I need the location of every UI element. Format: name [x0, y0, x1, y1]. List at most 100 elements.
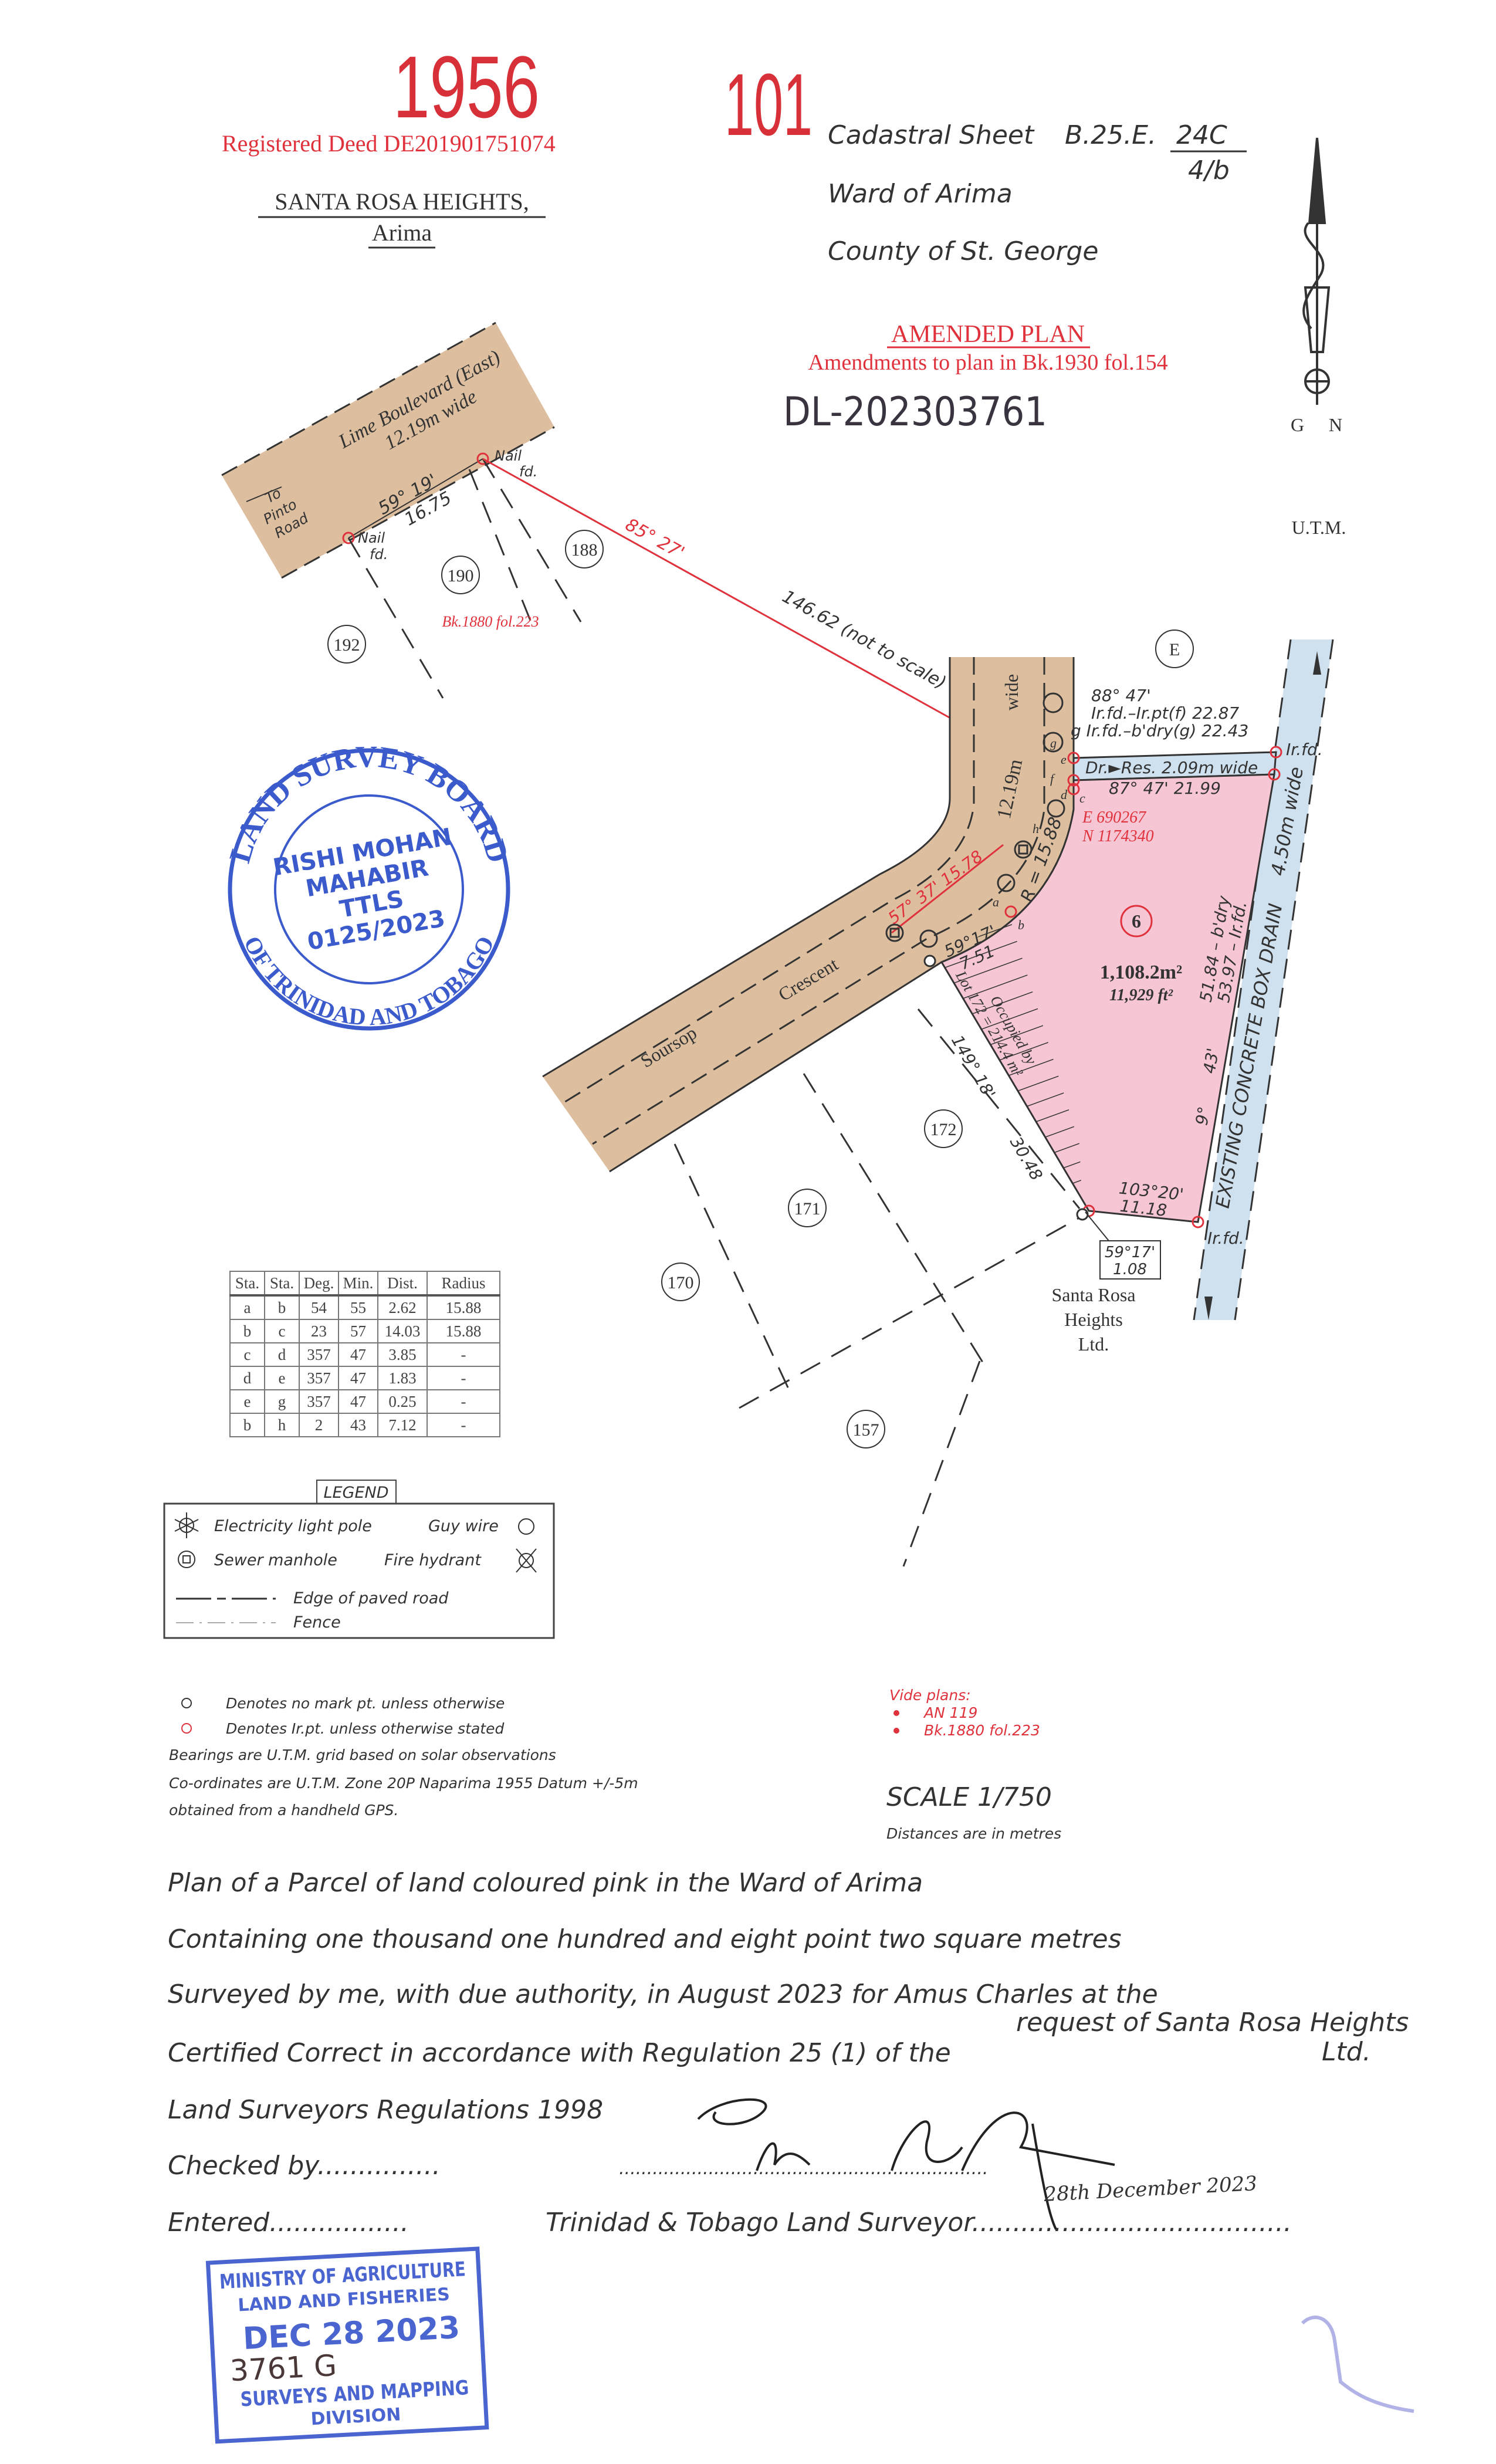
- easting: E 690267: [1082, 808, 1146, 827]
- drain-reserve-label: Dr.►Res. 2.09m wide: [1085, 758, 1258, 777]
- ir-fd-top: Ir.fd.: [1286, 740, 1323, 759]
- certificate-line-3: Surveyed by me, with due authority, in A…: [168, 1979, 1158, 2009]
- guy-wire-icon: [997, 874, 1016, 892]
- surveyor-signature: [697, 2098, 1115, 2230]
- bearing-line-f: Ir.fd.–Ir.pt(f) 22.87: [1091, 703, 1239, 723]
- station-h: h: [1033, 821, 1039, 836]
- checked-by: Checked by...............: [168, 2151, 441, 2181]
- stamp-bottom-arc: OF TRINIDAD AND TOBAGO: [239, 932, 499, 1031]
- table-cell: 0.25: [377, 1389, 428, 1414]
- tie-distance: 146.62 (not to scale): [779, 586, 949, 693]
- drain-reserve: Dr.►Res. 2.09m wide: [1072, 751, 1277, 781]
- table-cell: 47: [338, 1342, 378, 1367]
- table-cell: d: [264, 1342, 300, 1367]
- station-e: e: [1061, 752, 1067, 767]
- table-cell: c: [264, 1319, 300, 1343]
- fire-hydrant-icon: [516, 1548, 537, 1573]
- ministry-handwritten: 3761 G: [229, 2348, 338, 2388]
- road-wide-label: wide: [1001, 674, 1022, 710]
- lot-192: 192: [334, 635, 360, 655]
- lot-markers: 190 188 192 E 172 171 170 157: [327, 530, 1194, 1448]
- east-bearing-min: 43': [1199, 1047, 1223, 1075]
- vide-plan-1: AN 119: [923, 1704, 977, 1721]
- table-cell: -: [427, 1366, 500, 1390]
- cadastral-sheet-numerator: 24C: [1176, 120, 1227, 150]
- legend-guy-wire: Guy wire: [428, 1517, 499, 1535]
- header: 1956 101 Registered Deed DE201901751074 …: [222, 38, 1247, 435]
- entered: Entered.................: [168, 2208, 409, 2238]
- table-cell: 7.12: [377, 1413, 428, 1437]
- guy-wire-icon: [518, 1518, 534, 1535]
- note-no-mark: Denotes no mark pt. unless otherwise: [226, 1695, 505, 1712]
- certificate-line-2: Containing one thousand one hundred and …: [168, 1924, 1122, 1954]
- true-north-label: N: [1329, 414, 1342, 435]
- table-header: Sta.: [229, 1271, 265, 1297]
- certificate-line-3c: Ltd.: [1322, 2037, 1371, 2067]
- bearing-north: 88° 47': [1091, 686, 1151, 705]
- lot-188: 188: [571, 540, 598, 560]
- table-cell: 1.83: [377, 1366, 428, 1390]
- north-boundary-labels: 88° 47' Ir.fd.–Ir.pt(f) 22.87 g Ir.fd.–b…: [1071, 686, 1323, 1248]
- table-cell: 357: [299, 1342, 339, 1367]
- lime-boulevard-road: Lime Boulevard (East) 12.19m wide To Pin…: [221, 321, 555, 579]
- registered-deed: Registered Deed DE201901751074: [222, 130, 556, 157]
- lot-190: 190: [448, 566, 474, 585]
- station-a: a: [993, 895, 999, 909]
- table-cell: 43: [338, 1413, 378, 1437]
- certificate-line-3b: request of Santa Rosa Heights: [1016, 2008, 1409, 2037]
- vide-plan-2: Bk.1880 fol.223: [924, 1722, 1040, 1739]
- north-arrow: G N U.T.M.: [1291, 137, 1346, 538]
- bk-reference: Bk.1880 fol.223: [442, 613, 539, 630]
- east-bearing-deg: 9°: [1192, 1105, 1214, 1127]
- table-cell: b: [229, 1413, 265, 1437]
- station-letters: a b c d e f g h: [993, 736, 1085, 932]
- handwritten-number-101: 101: [725, 55, 813, 154]
- table-cell: -: [427, 1342, 500, 1367]
- handwritten-number-1956: 1956: [393, 38, 540, 136]
- table-header: Deg.: [299, 1271, 339, 1297]
- table-cell: c: [229, 1342, 265, 1367]
- nail-fd-label: Nail: [358, 530, 385, 546]
- sewer-manhole-icon: [885, 923, 904, 942]
- guy-wire-icon: [919, 929, 938, 948]
- legend-title: LEGEND: [323, 1484, 388, 1502]
- table-cell: 14.03: [377, 1319, 428, 1343]
- ministry-date: DEC 28 2023: [242, 2310, 461, 2357]
- certificate: Plan of a Parcel of land coloured pink i…: [168, 1868, 1409, 2238]
- station-b: b: [1018, 918, 1024, 932]
- vide-plans-title: Vide plans:: [889, 1687, 971, 1704]
- box-bearing: 59°17': [1105, 1244, 1155, 1261]
- table-cell: h: [264, 1413, 300, 1437]
- guy-wire-icon: [1047, 799, 1065, 818]
- owner-label-1: Santa Rosa: [1051, 1284, 1135, 1305]
- table-cell: 2.62: [377, 1295, 428, 1320]
- table-cell: 57: [338, 1319, 378, 1343]
- table-cell: d: [229, 1366, 265, 1390]
- area-ft2: 11,929 ft²: [1109, 986, 1173, 1004]
- legend-fence: Fence: [293, 1613, 341, 1632]
- ink-smudge: [1301, 2316, 1414, 2413]
- bearing-south-reserve: 87° 47' 21.99: [1109, 779, 1221, 798]
- table-cell: e: [229, 1389, 265, 1414]
- table-cell: 2: [299, 1413, 339, 1437]
- station-g: g: [1050, 736, 1057, 750]
- table-cell: 3.85: [377, 1342, 428, 1367]
- occupied-area-hatch: [942, 915, 1089, 1211]
- lot-boundaries: [347, 458, 1086, 1567]
- nail-fd-label: fd.: [519, 463, 537, 480]
- legend-fire-hydrant: Fire hydrant: [384, 1551, 482, 1569]
- owner-label-3: Ltd.: [1078, 1333, 1109, 1355]
- location-title: SANTA ROSA HEIGHTS,: [275, 188, 529, 215]
- station-c: c: [1079, 791, 1085, 805]
- distances-note: Distances are in metres: [886, 1825, 1061, 1842]
- legend-light-pole: Electricity light pole: [214, 1517, 372, 1535]
- sw-distance: 30.48: [1006, 1133, 1047, 1184]
- checked-dots: ........................................…: [619, 2158, 988, 2179]
- note-coordinates: Co-ordinates are U.T.M. Zone 20P Naparim…: [169, 1775, 638, 1792]
- scale: SCALE 1/750: [886, 1782, 1052, 1812]
- lot-6-label: 6: [1132, 911, 1141, 932]
- utm-label: U.T.M.: [1292, 517, 1346, 538]
- ward: Ward of Arima: [828, 179, 1013, 209]
